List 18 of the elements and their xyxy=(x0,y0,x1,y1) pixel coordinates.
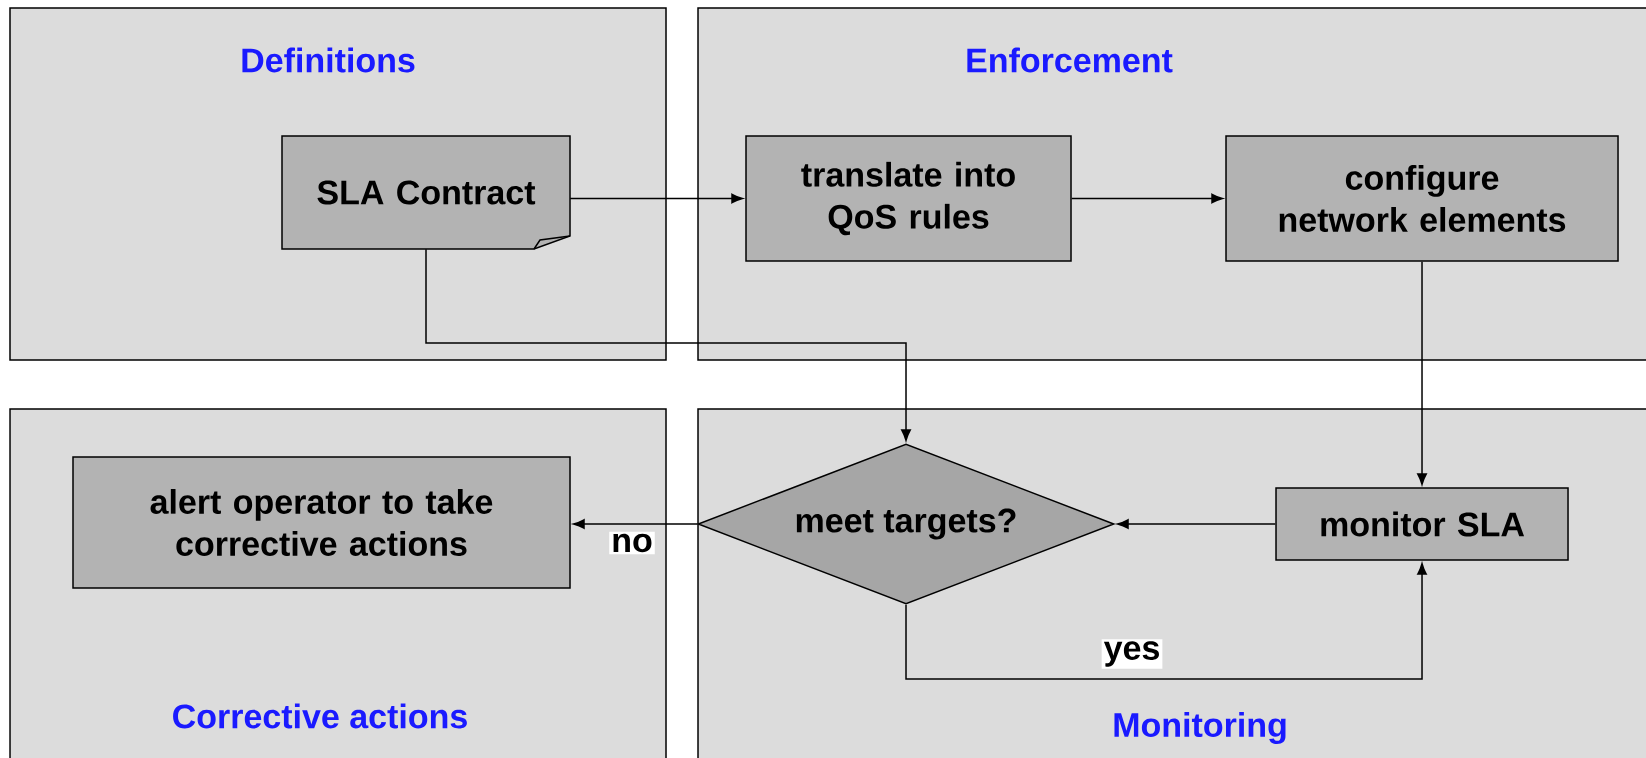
arrow xyxy=(572,519,698,529)
edge-label: yes xyxy=(1101,639,1163,669)
process-box: translate into QoS rules xyxy=(745,135,1072,262)
arrow xyxy=(905,562,1427,680)
document-box: SLA Contract xyxy=(281,135,571,250)
process-box: monitor SLA xyxy=(1275,487,1569,561)
panel-title: Corrective actions xyxy=(173,703,467,729)
panel-title: Enforcement xyxy=(967,47,1173,73)
arrow xyxy=(1417,261,1427,486)
edge-label: no xyxy=(609,531,655,555)
panel-title: Definitions xyxy=(242,47,415,73)
arrow xyxy=(569,193,744,204)
process-box: alert operator to take corrective actions xyxy=(72,456,571,589)
arrow xyxy=(425,248,911,442)
arrow xyxy=(1116,519,1276,529)
process-box: configure network elements xyxy=(1225,135,1619,262)
arrow xyxy=(1071,193,1224,204)
panel-title: Monitoring xyxy=(1114,712,1286,744)
